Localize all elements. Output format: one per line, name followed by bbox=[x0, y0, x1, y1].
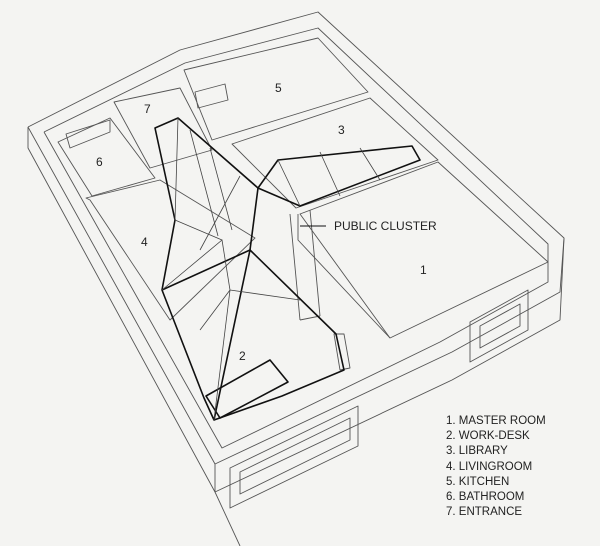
bathroom-window bbox=[65, 119, 111, 149]
master-room-wall bbox=[297, 214, 391, 339]
legend-item-bathroom: 6. BATHROOM bbox=[446, 491, 525, 504]
public-cluster-form bbox=[154, 117, 421, 421]
fold-lines bbox=[161, 117, 381, 421]
front-window-inner bbox=[239, 417, 351, 495]
left-outer-wall bbox=[27, 127, 216, 493]
front-outer-wall bbox=[214, 237, 565, 493]
cluster-fold-lines bbox=[161, 117, 381, 421]
legend-item-work-desk: 2. WORK-DESK bbox=[446, 430, 530, 443]
room-4-livingroom bbox=[85, 179, 256, 321]
side-window-inner bbox=[479, 303, 521, 349]
legend-item-entrance: 7. ENTRANCE bbox=[446, 506, 523, 519]
building-shell bbox=[27, 11, 565, 546]
room-number-4: 4 bbox=[141, 235, 148, 249]
room-number-7: 7 bbox=[144, 102, 151, 116]
room-7-entrance bbox=[113, 87, 213, 169]
kitchen-opening bbox=[194, 83, 229, 109]
inner-rim bbox=[43, 27, 549, 449]
side-window bbox=[469, 289, 529, 363]
room-number-6: 6 bbox=[96, 155, 103, 169]
corner-edge bbox=[214, 491, 241, 546]
room-3-library bbox=[231, 97, 439, 209]
outer-rim bbox=[27, 11, 565, 465]
legend-item-kitchen: 5. KITCHEN bbox=[446, 475, 510, 488]
room-1-master-room bbox=[299, 161, 549, 339]
small-partition bbox=[333, 333, 351, 371]
cluster-library-wing bbox=[257, 145, 421, 207]
legend-item-master-room: 1. MASTER ROOM bbox=[446, 415, 546, 427]
room-6-bathroom bbox=[57, 117, 156, 197]
room-number-2: 2 bbox=[239, 349, 246, 363]
room-number-1: 1 bbox=[420, 263, 427, 277]
cluster-body bbox=[161, 249, 345, 421]
central-partition bbox=[289, 209, 321, 321]
room-number-5: 5 bbox=[275, 81, 282, 95]
room-legend: 1. MASTER ROOM 2. WORK-DESK 3. LIBRARY 4… bbox=[446, 414, 546, 520]
legend-item-library: 3. LIBRARY bbox=[446, 445, 508, 458]
work-desk-surface bbox=[205, 359, 289, 419]
public-cluster-label: PUBLIC CLUSTER bbox=[334, 219, 437, 233]
room-number-3: 3 bbox=[338, 123, 345, 137]
room-5-kitchen bbox=[183, 37, 369, 141]
front-window bbox=[229, 405, 359, 509]
legend-item-livingroom: 4. LIVINGROOM bbox=[446, 460, 533, 473]
